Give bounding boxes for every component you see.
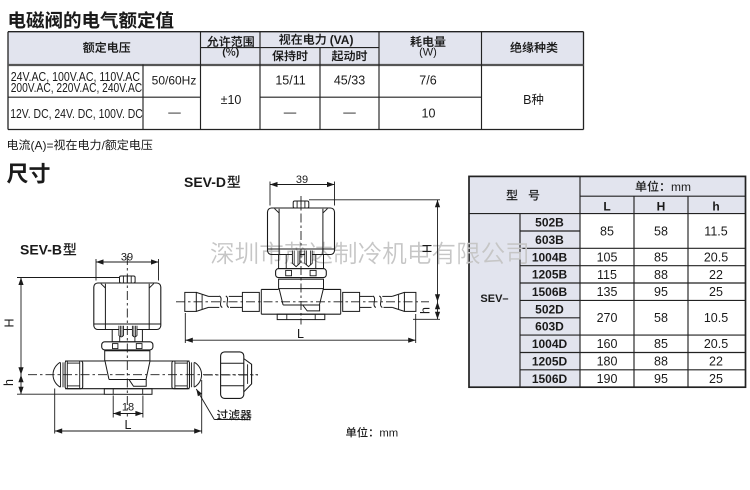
svg-text:SEV-B: SEV-B <box>20 242 62 258</box>
svg-text:24V.AC, 100V.AC, 110V.AC: 24V.AC, 100V.AC, 110V.AC <box>11 69 140 84</box>
svg-text:18: 18 <box>122 402 134 414</box>
svg-text:h: h <box>2 379 16 386</box>
svg-text:1506B: 1506B <box>532 285 568 299</box>
svg-text:190: 190 <box>597 372 618 386</box>
svg-text:SEV-D: SEV-D <box>184 174 226 190</box>
svg-text:SEV–: SEV– <box>480 293 508 305</box>
svg-text:25: 25 <box>709 372 723 386</box>
svg-text:1004D: 1004D <box>532 337 568 351</box>
svg-text:—: — <box>343 106 356 120</box>
svg-text:11.5: 11.5 <box>704 224 727 238</box>
svg-text:H: H <box>421 244 435 253</box>
svg-text:(W): (W) <box>419 47 437 59</box>
svg-text:1205D: 1205D <box>532 355 568 369</box>
svg-text:200V.AC, 220V.AC, 240V.AC: 200V.AC, 220V.AC, 240V.AC <box>11 80 143 95</box>
svg-text:39: 39 <box>121 251 133 263</box>
svg-text:1506D: 1506D <box>532 372 568 386</box>
svg-text:h: h <box>712 200 719 214</box>
svg-text:85: 85 <box>654 250 668 264</box>
svg-text:45/33: 45/33 <box>334 74 365 88</box>
svg-text:85: 85 <box>654 337 668 351</box>
svg-text:39: 39 <box>296 174 308 186</box>
svg-text:95: 95 <box>654 285 668 299</box>
svg-text:h: h <box>419 307 433 314</box>
svg-text:85: 85 <box>600 224 614 238</box>
svg-text:25: 25 <box>709 285 723 299</box>
svg-text:B: B <box>523 93 531 107</box>
svg-text:50/60Hz: 50/60Hz <box>152 74 197 88</box>
svg-text:22: 22 <box>709 355 723 369</box>
svg-text:mm: mm <box>379 428 398 440</box>
svg-text:7/6: 7/6 <box>419 74 436 88</box>
svg-text:12V. DC, 24V. DC, 100V. DC: 12V. DC, 24V. DC, 100V. DC <box>10 106 143 121</box>
svg-text:H: H <box>3 318 17 327</box>
svg-text:): ) <box>236 47 240 59</box>
svg-text:22: 22 <box>709 268 723 282</box>
svg-text:603D: 603D <box>535 320 564 334</box>
svg-text:(VA): (VA) <box>330 33 354 47</box>
svg-text:502D: 502D <box>535 302 564 316</box>
svg-text:58: 58 <box>654 311 668 325</box>
svg-text:L: L <box>297 327 304 341</box>
svg-text:H: H <box>657 200 666 214</box>
svg-text:(: ( <box>222 47 226 59</box>
svg-text:20.5: 20.5 <box>704 250 728 264</box>
svg-text:1004B: 1004B <box>532 250 568 264</box>
svg-text:180: 180 <box>597 355 618 369</box>
svg-text:15/11: 15/11 <box>275 74 305 88</box>
svg-text:(A)=: (A)= <box>31 138 54 152</box>
svg-text:mm: mm <box>671 180 691 194</box>
svg-text:L: L <box>125 418 132 432</box>
svg-text:115: 115 <box>597 268 617 282</box>
svg-text:502B: 502B <box>535 216 564 230</box>
svg-text:—: — <box>284 106 297 120</box>
svg-text:88: 88 <box>654 355 668 369</box>
svg-text:88: 88 <box>654 268 668 282</box>
svg-text:270: 270 <box>597 311 618 325</box>
svg-text:10.5: 10.5 <box>704 311 728 325</box>
svg-text:105: 105 <box>597 250 618 264</box>
svg-text:160: 160 <box>597 337 618 351</box>
svg-text:603B: 603B <box>535 233 564 247</box>
svg-text:1205B: 1205B <box>532 268 568 282</box>
svg-text:—: — <box>168 106 181 120</box>
svg-text:/: / <box>102 138 106 152</box>
svg-text:135: 135 <box>597 285 618 299</box>
svg-text:95: 95 <box>654 372 668 386</box>
svg-text:20.5: 20.5 <box>704 337 728 351</box>
svg-text:L: L <box>603 200 610 214</box>
svg-text:10: 10 <box>422 107 436 121</box>
svg-text:±10: ±10 <box>221 93 242 107</box>
svg-text:58: 58 <box>654 224 668 238</box>
